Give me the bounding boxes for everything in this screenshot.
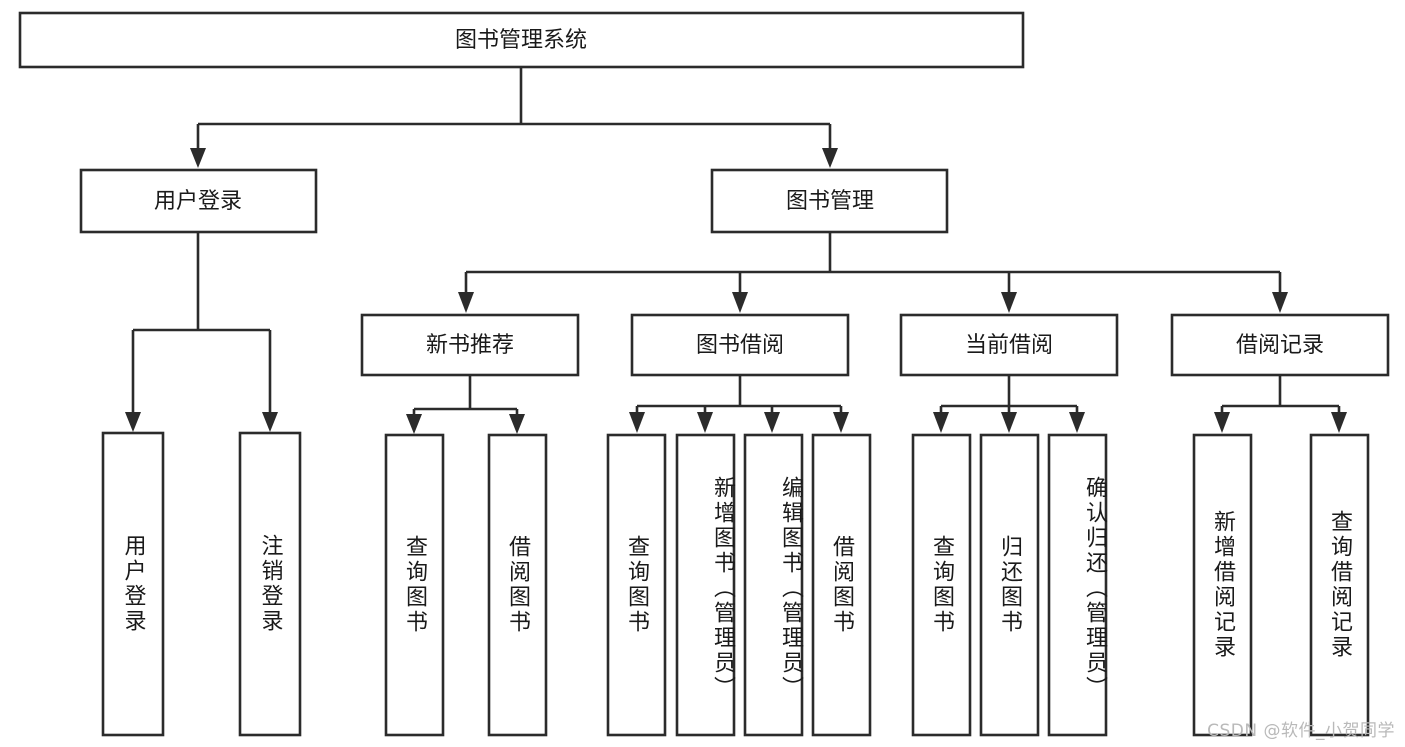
connector-user-login-to-leaves <box>125 232 278 432</box>
leaf-box-new-book-0[interactable] <box>384 433 445 737</box>
arrow-head-icon <box>1001 412 1017 433</box>
arrow-head-icon <box>1214 412 1230 433</box>
arrow-head-icon <box>764 412 780 433</box>
node-book-management[interactable]: 图书管理 <box>710 168 949 234</box>
node-book-borrow-label: 图书借阅 <box>696 333 784 358</box>
node-root-label: 图书管理系统 <box>455 28 587 53</box>
node-current-borrow-label: 当前借阅 <box>965 333 1053 358</box>
leaf-box-book-borrow-2[interactable] <box>743 433 804 737</box>
leaf-box-borrow-record-0[interactable] <box>1192 433 1253 737</box>
connector-new-book-recommend-to-leaves <box>406 375 525 434</box>
node-borrow-record-label: 借阅记录 <box>1236 333 1324 358</box>
node-current-borrow[interactable]: 当前借阅 <box>899 313 1119 377</box>
arrow-head-icon <box>1272 292 1288 313</box>
arrow-head-icon <box>629 412 645 433</box>
leaf-box-book-borrow-3[interactable] <box>811 433 872 737</box>
arrow-head-icon <box>190 148 206 168</box>
leaf-box-current-borrow-1[interactable] <box>979 433 1040 737</box>
node-new-book-recommend-box[interactable] <box>360 313 580 377</box>
connector-current-borrow-to-leaves <box>933 375 1085 433</box>
node-borrow-record[interactable]: 借阅记录 <box>1170 313 1390 377</box>
arrow-head-icon <box>406 414 422 434</box>
leaf-box-book-borrow-0[interactable] <box>606 433 667 737</box>
arrow-head-icon <box>509 414 525 434</box>
node-book-borrow[interactable]: 图书借阅 <box>630 313 850 377</box>
arrow-head-icon <box>697 412 713 433</box>
arrow-head-icon <box>1331 412 1347 433</box>
node-current-borrow-box[interactable] <box>899 313 1119 377</box>
connector-book-borrow-to-leaves <box>629 375 849 433</box>
arrow-head-icon <box>262 412 278 432</box>
connector-borrow-record-to-leaves <box>1214 375 1347 433</box>
arrow-head-icon <box>732 292 748 313</box>
arrow-head-icon <box>1001 292 1017 313</box>
node-user-login-box[interactable] <box>79 168 318 234</box>
arrow-head-icon <box>125 412 141 432</box>
leaf-box-borrow-record-1[interactable] <box>1309 433 1370 737</box>
arrow-head-icon <box>833 412 849 433</box>
leaf-box-new-book-1[interactable] <box>487 433 548 737</box>
arrow-head-icon <box>822 148 838 168</box>
node-user-login[interactable]: 用户登录 <box>79 168 318 234</box>
arrow-head-icon <box>458 292 474 313</box>
arrow-head-icon <box>933 412 949 433</box>
connector-root-to-level2 <box>190 67 838 168</box>
leaf-box-current-borrow-0[interactable] <box>911 433 972 737</box>
node-user-login-label: 用户登录 <box>154 189 242 214</box>
node-book-management-label: 图书管理 <box>786 189 874 214</box>
connector-book-management-to-level3 <box>458 232 1288 313</box>
leaf-box-user-login-0[interactable] <box>101 431 165 737</box>
leaf-box-current-borrow-2[interactable] <box>1047 433 1108 737</box>
arrow-head-icon <box>1069 412 1085 433</box>
csdn-watermark: CSDN @软件_小贺同学 <box>1207 721 1395 741</box>
node-root-box[interactable] <box>18 11 1025 69</box>
leaf-box-user-login-1[interactable] <box>238 431 302 737</box>
node-new-book-recommend[interactable]: 新书推荐 <box>360 313 580 377</box>
node-root[interactable]: 图书管理系统 <box>18 11 1025 69</box>
node-new-book-recommend-label: 新书推荐 <box>426 333 514 358</box>
leaf-box-book-borrow-1[interactable] <box>675 433 736 737</box>
